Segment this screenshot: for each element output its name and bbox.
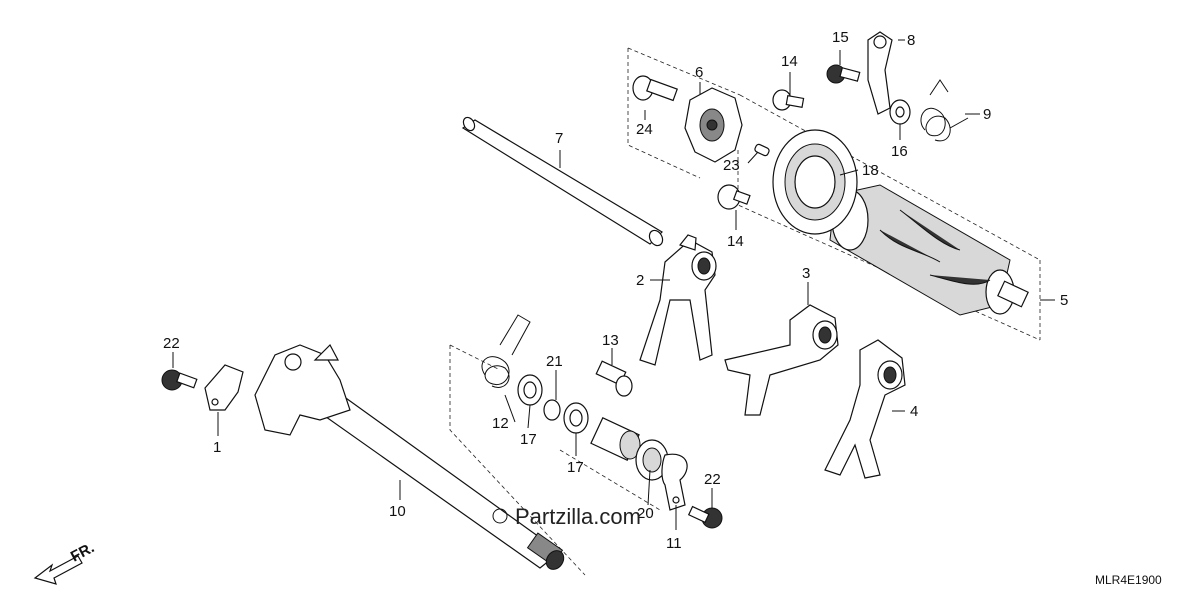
callout-20: 20 <box>637 505 654 522</box>
callout-14-lower: 14 <box>727 233 744 250</box>
callout-23: 23 <box>723 157 740 174</box>
callout-17-a: 17 <box>520 431 537 448</box>
bolt-15 <box>826 64 861 84</box>
callout-10: 10 <box>389 503 406 520</box>
circlip-21 <box>543 399 561 421</box>
callout-2: 2 <box>636 272 644 289</box>
dowel-pin <box>754 143 770 157</box>
callout-17-b: 17 <box>567 459 584 476</box>
callout-3: 3 <box>802 265 810 282</box>
callout-16: 16 <box>891 143 908 160</box>
stopper-plate-11 <box>661 453 688 511</box>
callout-1: 1 <box>213 439 221 456</box>
callout-11: 11 <box>666 535 682 552</box>
callout-22-left: 22 <box>163 335 180 352</box>
callout-4: 4 <box>910 403 918 420</box>
bolt-14-upper <box>772 89 805 111</box>
callout-24: 24 <box>636 121 653 138</box>
gearshift-spindle <box>254 344 565 570</box>
washer-17-b <box>563 402 589 434</box>
callout-numbers: 1 2 3 4 5 6 7 8 9 10 11 12 13 14 14 15 1… <box>163 29 1068 552</box>
callout-8: 8 <box>907 32 915 49</box>
leader-lines <box>172 39 1055 530</box>
bolt-13 <box>595 360 633 397</box>
callout-9: 9 <box>983 106 991 123</box>
shift-drum-center <box>684 87 743 163</box>
plate-1 <box>204 364 244 411</box>
front-direction-arrow: FR. <box>33 539 97 585</box>
bearing <box>772 129 858 235</box>
callout-7: 7 <box>555 130 563 147</box>
needle-bearing <box>590 417 641 461</box>
callout-15: 15 <box>832 29 849 46</box>
stopper-arm <box>867 31 893 115</box>
bolt-24 <box>632 75 678 102</box>
shift-fork-3 <box>724 304 839 416</box>
watermark: Partzilla.com <box>492 504 641 529</box>
return-spring-12 <box>481 314 531 388</box>
callout-18: 18 <box>862 162 879 179</box>
callout-21: 21 <box>546 353 563 370</box>
bolt-14-lower <box>717 184 751 210</box>
bolt-22-right <box>687 505 723 529</box>
shift-drum <box>829 184 1029 316</box>
callout-14-upper: 14 <box>781 53 798 70</box>
callout-22-right: 22 <box>704 471 721 488</box>
shift-fork-shaft <box>461 116 664 247</box>
callout-13: 13 <box>602 332 619 349</box>
washer-17-a <box>517 374 543 406</box>
bolt-22-left <box>161 369 198 391</box>
return-spring-9 <box>920 79 969 142</box>
shift-fork-2 <box>639 234 717 366</box>
watermark-text: Partzilla.com <box>515 504 641 529</box>
diagram-code: MLR4E1900 <box>1095 573 1162 587</box>
callout-12: 12 <box>492 415 509 432</box>
callout-6: 6 <box>695 64 703 81</box>
callout-5: 5 <box>1060 292 1068 309</box>
shift-fork-4 <box>824 339 906 479</box>
washer-16 <box>889 99 911 125</box>
